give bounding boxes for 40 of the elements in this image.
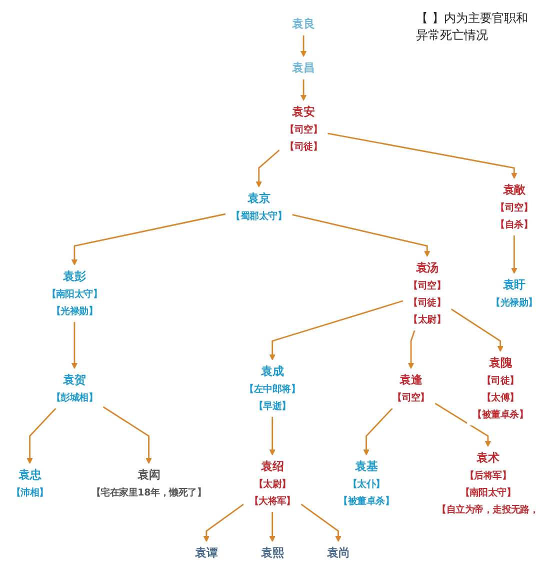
arrow bbox=[71, 322, 78, 369]
arrow bbox=[269, 512, 276, 542]
arrow bbox=[300, 504, 342, 542]
arrow bbox=[300, 35, 307, 57]
node-text: 袁彭 【南阳太守】 【光禄勋】 bbox=[46, 269, 102, 317]
node-text: 袁良 bbox=[292, 16, 315, 30]
node-text: 袁谭 bbox=[195, 546, 218, 560]
node-text: 袁昌 bbox=[292, 60, 315, 74]
arrow bbox=[102, 406, 152, 464]
arrow bbox=[450, 308, 504, 352]
arrow bbox=[269, 416, 276, 456]
arrow bbox=[71, 213, 226, 266]
arrow bbox=[408, 330, 416, 369]
node-text: 袁安 【司空】 【司徒】 bbox=[285, 104, 322, 152]
node-text: 袁熙 bbox=[261, 546, 284, 560]
arrow bbox=[269, 300, 404, 360]
node-text: 袁基 【太仆】 【被董卓杀】 bbox=[338, 459, 394, 507]
arrow bbox=[292, 214, 430, 257]
arrow bbox=[511, 235, 518, 274]
node-text: 袁闳 【宅在家里18年，懒死了】 bbox=[91, 468, 206, 498]
arrow bbox=[434, 402, 492, 447]
node-text: 袁术 【后将军】 【南阳太守】 【自立为帝，走投无路， bbox=[437, 450, 539, 516]
node-text: 袁贺 【彭城相】 bbox=[51, 372, 98, 404]
arrow bbox=[256, 149, 280, 188]
node-text: 袁忠 【沛相】 bbox=[11, 468, 48, 498]
arrow bbox=[203, 504, 244, 542]
node-text: 袁京 【蜀郡太守】 bbox=[231, 191, 287, 222]
node-text: 袁逢 【司空】 bbox=[392, 372, 430, 404]
arrow bbox=[328, 132, 518, 179]
arrow bbox=[300, 79, 307, 101]
node-text: 袁汤 【司空】 【司徒】 【太尉】 bbox=[408, 260, 446, 326]
node-text: 袁尚 bbox=[326, 546, 350, 560]
arrow bbox=[26, 408, 56, 464]
note-text: 【 】内为主要官职和异常死亡情况 bbox=[416, 10, 529, 44]
node-text: 袁盱 【光禄勋】 bbox=[491, 278, 538, 308]
node-text: 袁成 【左中郎将】 【早逝】 bbox=[244, 364, 300, 412]
node-text: 袁绍 【太尉】 【大将军】 bbox=[249, 459, 296, 507]
node-text: 袁隗 【司徒】 【太傅】 【被董卓杀】 bbox=[472, 356, 528, 420]
node-text: 袁敞 【司空】 【自杀】 bbox=[496, 182, 533, 230]
arrow bbox=[363, 408, 393, 456]
